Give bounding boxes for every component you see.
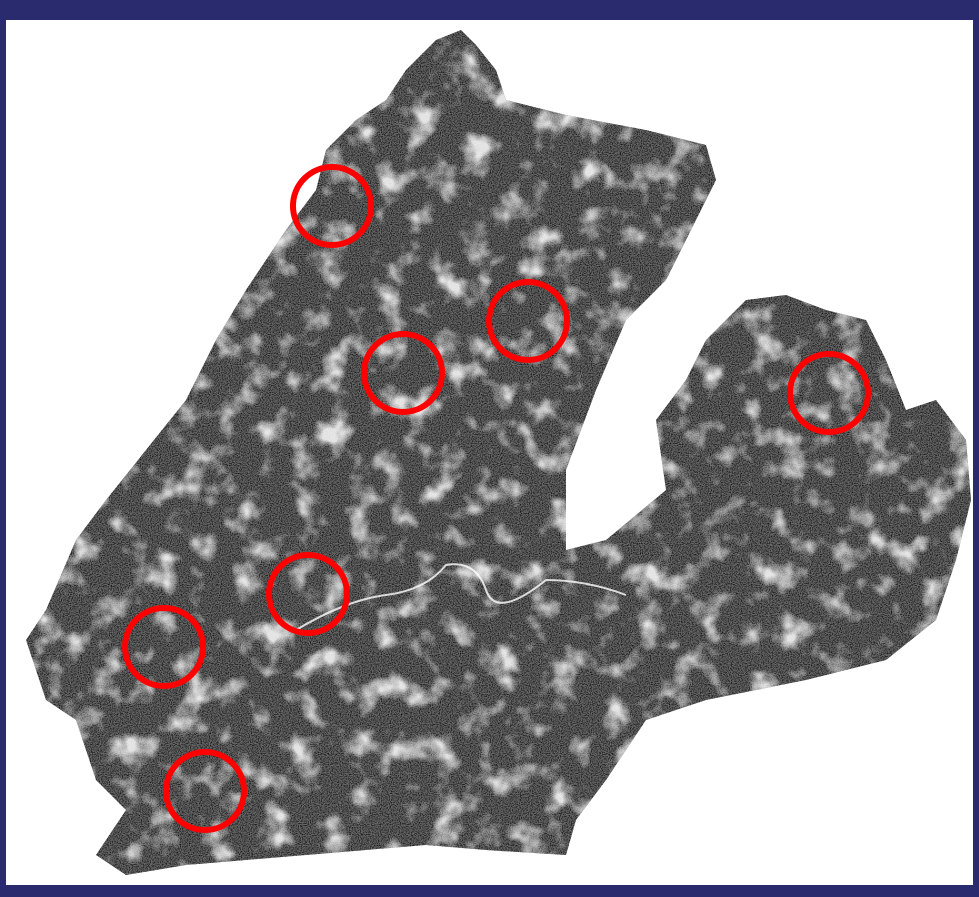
marker-circle-south-west bbox=[122, 605, 206, 689]
marker-circle-center-north-east bbox=[486, 279, 570, 363]
marker-circle-center-south bbox=[266, 552, 350, 636]
marker-circle-center-north bbox=[361, 331, 445, 415]
map-frame bbox=[6, 20, 973, 885]
satellite-map bbox=[6, 20, 973, 885]
marker-circle-north-west bbox=[290, 164, 374, 248]
marker-circle-east-lobe bbox=[787, 351, 871, 435]
river bbox=[295, 563, 627, 631]
marker-circle-far-south bbox=[163, 749, 247, 833]
marker-layer bbox=[122, 164, 871, 833]
